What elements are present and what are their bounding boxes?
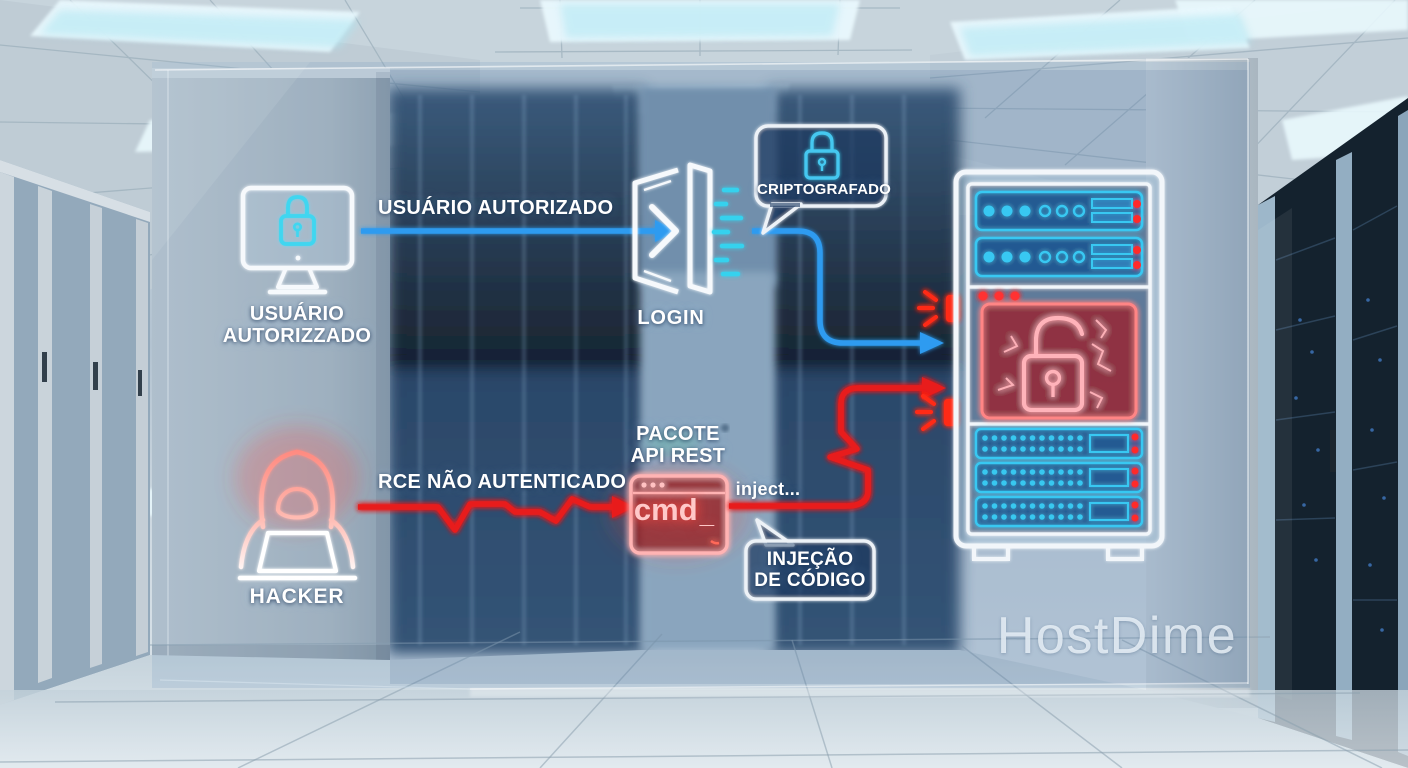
terminal-command: cmd — [633, 492, 698, 527]
hostdime-watermark: HostDime — [996, 607, 1238, 665]
server-unit-row — [974, 495, 1144, 528]
code-injection-label-line2: DE CÓDIGO — [754, 570, 866, 591]
server-unit-row — [974, 461, 1144, 494]
right-rack-row — [1258, 98, 1408, 768]
floor — [0, 631, 1408, 768]
right-pillar — [1146, 58, 1258, 708]
alert-icon — [915, 394, 957, 431]
terminal-text: cmd_ — [633, 492, 715, 529]
alert-icon — [917, 290, 959, 327]
hooded-hacker-icon — [237, 449, 358, 581]
authorized-user-label-line1: USUÁRIO — [249, 303, 345, 325]
api-packet-label: PACOTE API REST — [616, 423, 740, 467]
left-cabinet-row — [0, 160, 150, 705]
inject-label: inject... — [735, 479, 801, 499]
encrypted-callout-label: CRIPTOGRAFADO — [757, 181, 891, 198]
code-injection-label-line1: INJEÇÃO — [766, 549, 854, 570]
authorized-user-label: USUÁRIO AUTORIZZADO — [217, 303, 377, 348]
terminal-window-icon — [629, 474, 729, 555]
api-packet-label-line2: API REST — [630, 445, 726, 467]
login-label: LOGIN — [637, 307, 705, 329]
login-door-icon — [632, 162, 713, 295]
code-injection-label: INJEÇÃO DE CÓDIGO — [746, 549, 874, 591]
monitor-lock-icon — [240, 185, 355, 295]
server-unit-row — [974, 236, 1144, 278]
server-unit-row — [974, 427, 1144, 460]
login-signal-dashes — [711, 187, 745, 277]
code-injection-callout — [744, 518, 876, 601]
broken-padlock-icon — [997, 315, 1112, 413]
api-packet-label-line1: PACOTE — [636, 423, 720, 445]
authorized-user-label-line2: AUTORIZZADO — [222, 325, 372, 348]
server-unit-row — [974, 190, 1144, 232]
monitor-padlock-icon — [279, 195, 316, 246]
attack-flow-label: RCE NÃO AUTENTICADO — [378, 471, 627, 493]
authorized-flow-arrow — [361, 220, 677, 242]
server-rack-breached-icon — [953, 169, 1165, 561]
breached-lock-panel — [978, 291, 1138, 420]
attack-path-to-server — [729, 377, 946, 509]
hacker-label: HACKER — [249, 585, 345, 608]
authorized-path-to-server — [752, 228, 944, 354]
padlock-icon — [804, 131, 840, 180]
terminal-cursor: _ — [699, 499, 715, 529]
encrypted-callout — [754, 124, 888, 235]
attack-flow-arrow — [358, 496, 634, 533]
authorized-flow-label: USUÁRIO AUTORIZADO — [378, 197, 614, 219]
